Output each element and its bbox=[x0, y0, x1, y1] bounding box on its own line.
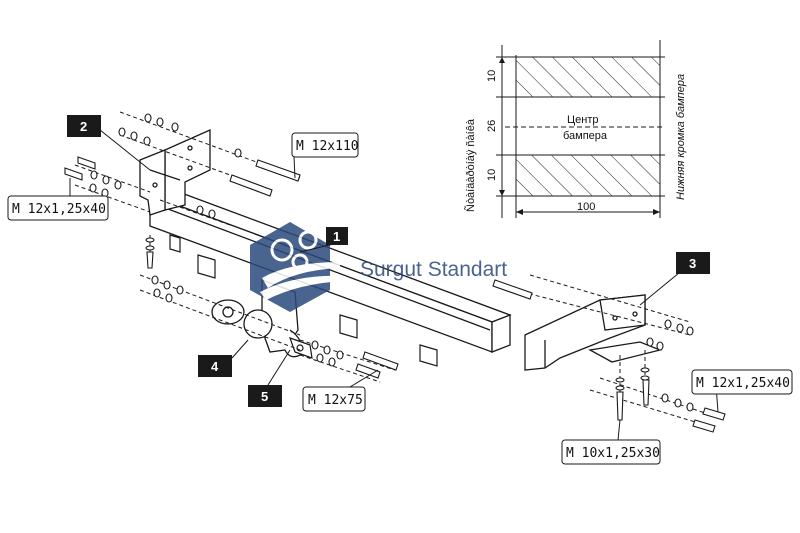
bolt-label-m10x125x30: M 10x1,25x30 bbox=[561, 439, 661, 465]
surgut-standart-watermark: Surgut Standart bbox=[250, 222, 507, 312]
dim-width: 100 bbox=[577, 201, 595, 213]
dim-bottom: 10 bbox=[486, 169, 498, 181]
svg-text:M 12x75: M 12x75 bbox=[308, 393, 363, 408]
callout-part-1: 1 bbox=[326, 227, 348, 245]
gear-icon bbox=[270, 238, 294, 262]
right-vertical-label: Нижняя кромка бампера bbox=[675, 74, 687, 200]
washers-and-nuts bbox=[89, 113, 694, 412]
callout-part-1-label: 1 bbox=[333, 229, 340, 244]
callout-part-3-label: 3 bbox=[689, 256, 696, 271]
callout-part-5-label: 5 bbox=[261, 389, 268, 404]
bumper-inset: 10 26 10 100 Центр бампера Ñòàíäàðòíàÿ ñ… bbox=[464, 40, 687, 218]
left-vertical-label: Ñòàíäàðòíàÿ ñàíêà bbox=[464, 118, 477, 212]
top-hatched-zone bbox=[515, 56, 661, 98]
callout-part-3: 3 bbox=[676, 252, 710, 274]
mounting-tabs bbox=[169, 234, 438, 367]
svg-text:M 10x1,25x30: M 10x1,25x30 bbox=[566, 446, 660, 461]
leader-lines bbox=[69, 129, 719, 441]
dim-middle: 26 bbox=[486, 120, 498, 132]
bolts bbox=[64, 156, 726, 433]
bottom-hatched-zone bbox=[515, 154, 661, 197]
svg-text:M 12x110: M 12x110 bbox=[296, 139, 359, 154]
bolt-label-m12x125x40-right: M 12x1,25x40 bbox=[691, 369, 793, 395]
left-bracket bbox=[139, 128, 211, 216]
callout-part-2: 2 bbox=[67, 115, 101, 137]
watermark-text: Surgut Standart bbox=[360, 258, 507, 281]
bumper-center-label-1: Центр bbox=[567, 114, 599, 126]
right-bracket bbox=[524, 294, 663, 371]
bolt-label-m12x110: M 12x110 bbox=[291, 132, 359, 158]
bumper-center-label-2: бампера bbox=[563, 130, 608, 142]
dim-top: 10 bbox=[486, 70, 498, 82]
svg-text:M 12x1,25x40: M 12x1,25x40 bbox=[696, 376, 790, 391]
callout-part-2-label: 2 bbox=[80, 119, 87, 134]
bolt-label-m12x125x40-left: M 12x1,25x40 bbox=[7, 195, 109, 221]
callout-part-4-label: 4 bbox=[211, 359, 219, 374]
bolt-label-m12x75: M 12x75 bbox=[302, 386, 366, 412]
callout-part-5: 5 bbox=[248, 385, 282, 407]
callout-part-4: 4 bbox=[198, 355, 232, 377]
svg-text:M 12x1,25x40: M 12x1,25x40 bbox=[12, 202, 106, 217]
